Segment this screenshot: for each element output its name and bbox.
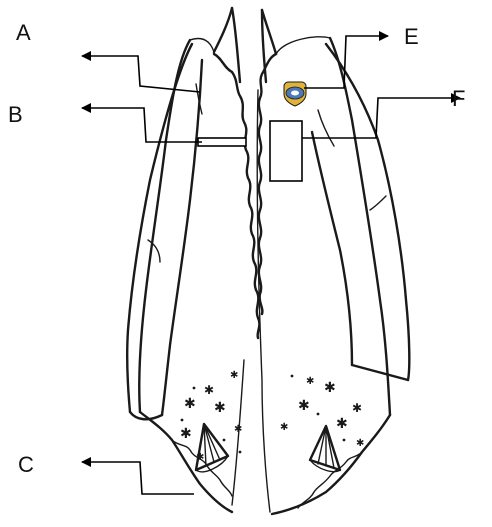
front-scallop-edge-right	[259, 54, 276, 314]
leader-c	[82, 462, 194, 494]
label-c: C	[18, 452, 34, 478]
svg-text:✱: ✱	[234, 424, 242, 435]
collar	[190, 8, 330, 82]
label-a: A	[16, 20, 31, 46]
svg-text:✱: ✱	[204, 383, 214, 397]
svg-text:✱: ✱	[214, 400, 226, 416]
right-hem	[272, 415, 390, 514]
fan-motif-right	[310, 426, 340, 472]
label-e: E	[404, 24, 419, 50]
pocket-patch	[270, 121, 302, 181]
svg-text:✱: ✱	[356, 438, 364, 449]
embroidery-right: ✱ ✱ ✱ ✱ ✱ ✱ ✱	[280, 375, 364, 449]
front-scallop-edge-left	[214, 54, 259, 338]
right-sleeve	[312, 44, 409, 380]
svg-text:✱: ✱	[180, 426, 192, 442]
svg-text:✱: ✱	[306, 376, 314, 387]
fan-motif-left	[196, 424, 228, 472]
svg-text:✱: ✱	[230, 370, 238, 381]
svg-text:✱: ✱	[184, 396, 196, 412]
svg-text:✱: ✱	[298, 398, 310, 414]
pocket-slit	[198, 138, 246, 146]
emblem-icon	[284, 82, 306, 106]
svg-text:✱: ✱	[324, 380, 336, 396]
svg-text:✱: ✱	[336, 416, 348, 432]
label-f: F	[452, 86, 465, 112]
svg-text:✱: ✱	[280, 422, 288, 433]
svg-text:✱: ✱	[352, 401, 362, 415]
label-b: B	[8, 102, 23, 128]
left-sleeve	[127, 44, 202, 419]
front-center-line	[232, 90, 270, 512]
leader-b	[82, 108, 202, 142]
leader-e	[304, 36, 388, 88]
